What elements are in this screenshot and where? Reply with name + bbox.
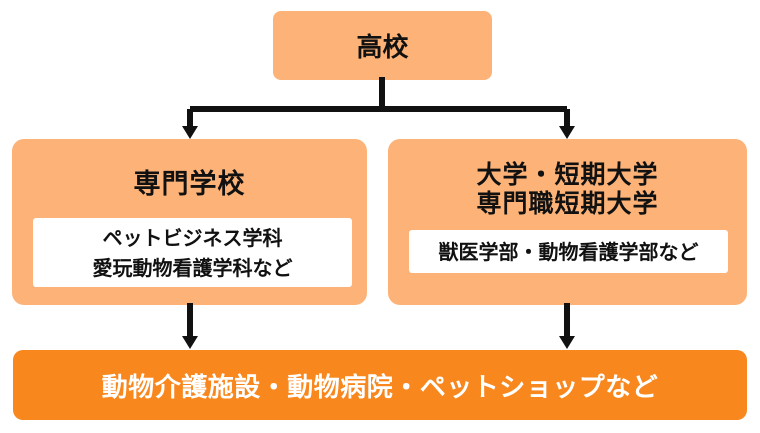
career-label: 動物介護施設・動物病院・ペットショップなど <box>101 372 659 403</box>
arrow-down-icon <box>559 336 575 349</box>
vocational-school-box: 専門学校 ペットビジネス学科 愛玩動物看護学科など <box>12 139 367 305</box>
highschool-box: 高校 <box>273 11 492 80</box>
career-arrows <box>182 303 575 349</box>
arrow-down-icon <box>182 126 198 139</box>
university-title-line-1: 大学・短期大学 <box>476 160 659 189</box>
career-box: 動物介護施設・動物病院・ペットショップなど <box>13 350 747 420</box>
arrow-down-icon <box>559 126 575 139</box>
university-title: 大学・短期大学 専門職短期大学 <box>388 160 747 218</box>
branch-connector <box>182 77 575 139</box>
university-department-line: 獣医学部・動物看護学部など <box>438 239 699 264</box>
branch-connector-lines <box>187 77 570 128</box>
university-box: 大学・短期大学 専門職短期大学 獣医学部・動物看護学部など <box>388 139 747 305</box>
university-title-line-2: 専門職短期大学 <box>476 189 659 218</box>
university-departments-box: 獣医学部・動物看護学部など <box>409 230 728 273</box>
highschool-label: 高校 <box>356 33 409 63</box>
career-arrow-lines <box>187 303 570 338</box>
vocational-school-title: 専門学校 <box>133 169 246 200</box>
arrow-down-icon <box>182 336 198 349</box>
department-line-1: ペットビジネス学科 <box>102 225 283 250</box>
department-line-2: 愛玩動物看護学科など <box>92 255 293 280</box>
vocational-departments-box: ペットビジネス学科 愛玩動物看護学科など <box>33 218 352 287</box>
